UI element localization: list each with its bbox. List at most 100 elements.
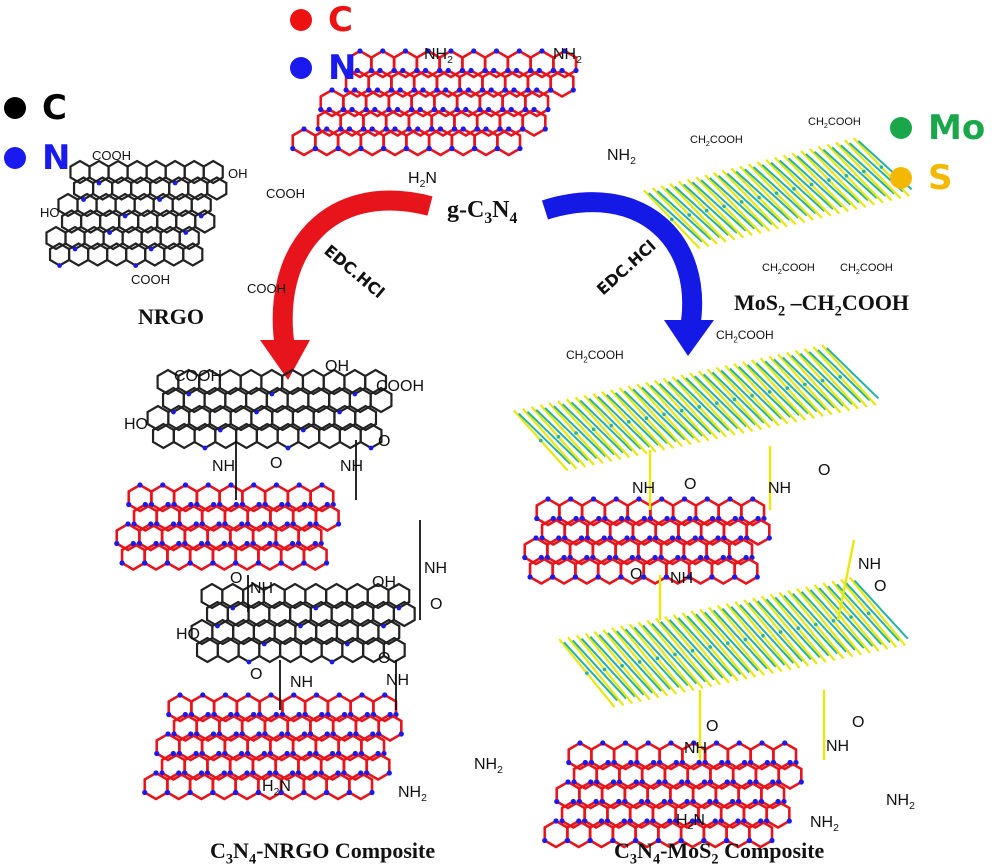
heptazine-ring <box>365 751 391 782</box>
group-ch2cooh: CH2COOH <box>566 348 624 364</box>
nitrogen-atom <box>576 818 582 824</box>
nitrogen-atom <box>513 67 520 74</box>
sulfur-bond <box>602 629 660 699</box>
heptazine-ring <box>760 780 786 810</box>
nitrogen-atom <box>673 759 679 766</box>
molybdenum-bond <box>739 604 795 664</box>
label-text: NRGO <box>138 304 204 329</box>
nitrogen-atom <box>329 87 335 93</box>
molybdenum-atom <box>743 637 748 642</box>
molybdenum-bond <box>748 602 803 662</box>
group-oh: OH <box>372 574 396 591</box>
sulfur-bond <box>708 606 766 677</box>
nitrogen-atom <box>366 87 372 93</box>
sulfur-bond <box>768 355 824 418</box>
nitrogen-atom <box>194 501 200 508</box>
nitrogen-atom <box>205 482 211 488</box>
nitrogen-atom <box>153 770 159 776</box>
nitrogen-atom <box>381 145 387 152</box>
sulfur-bond <box>662 377 719 440</box>
nitrogen-atom <box>527 574 533 580</box>
nitrogen-atom <box>246 659 252 665</box>
molybdenum-bond <box>650 384 704 437</box>
heptazine-ring <box>552 49 578 79</box>
nitrogen-atom <box>313 750 319 757</box>
composite-mos2-slab-bottom <box>558 576 909 708</box>
nitrogen-atom <box>584 554 590 561</box>
nitrogen-atom <box>182 482 189 488</box>
nitrogen-atom <box>440 106 446 113</box>
chem-text: NH <box>424 46 448 63</box>
sulfur-bond <box>756 161 814 221</box>
molybdenum-atom <box>862 169 866 174</box>
nitrogen-atom <box>176 770 182 776</box>
subscript: 2 <box>823 122 828 131</box>
chem-text: COOH <box>859 262 893 274</box>
nitrogen-atom <box>657 759 663 766</box>
nitrogen-atom <box>400 67 406 74</box>
nitrogen-atom <box>414 67 420 74</box>
molybdenum-atom <box>585 671 589 675</box>
molybdenum-bond <box>553 405 607 458</box>
nitrogen-atom <box>599 798 605 805</box>
nitrogen-atom <box>273 482 280 488</box>
nitrogen-atom <box>346 789 353 796</box>
nitrogen-atom <box>691 740 697 746</box>
group-nh: NH <box>826 738 850 755</box>
molybdenum-bond <box>607 632 663 692</box>
molybdenum-bond <box>735 170 791 221</box>
molybdenum-bond <box>764 360 818 413</box>
nitrogen-atom <box>443 87 449 93</box>
nitrogen-atom <box>239 521 245 527</box>
group-nh: NH <box>424 560 448 577</box>
heptazine-ring <box>314 502 340 533</box>
composite-mos2-slab-top <box>513 344 880 472</box>
molybdenum-bond <box>535 409 589 461</box>
sulfur-bond <box>809 148 867 208</box>
sulfur-bond <box>750 359 807 421</box>
chem-text: NH <box>886 792 910 809</box>
label-text: –CH <box>785 290 835 315</box>
nitrogen-atom <box>738 535 744 541</box>
nitrogen-atom <box>629 554 635 561</box>
nitrogen-atom <box>323 560 330 566</box>
nitrogen-atom <box>505 67 511 74</box>
nitrogen-atom <box>570 87 576 93</box>
molybdenum-bond <box>632 388 686 441</box>
nitrogen-atom <box>681 496 688 502</box>
nitrogen-atom <box>380 48 386 54</box>
nitrogen-atom <box>650 759 657 766</box>
molybdenum-atom <box>715 401 719 405</box>
molybdenum-atom <box>849 615 853 619</box>
nitrogen-atom <box>357 48 363 54</box>
legend-label: N <box>42 138 71 178</box>
nitrogen-atom <box>720 554 726 561</box>
sulfur-bond <box>669 182 727 243</box>
legend-label: C <box>328 0 353 40</box>
subscript: 2 <box>909 801 915 813</box>
sulfur-dot-icon <box>890 167 912 189</box>
nitrogen-atom <box>257 711 263 718</box>
nitrogen-atom <box>633 837 639 844</box>
nitrogen-atom <box>567 554 573 561</box>
nitrogen-atom <box>137 482 143 488</box>
nitrogen-atom <box>335 770 341 776</box>
nitrogen-atom <box>307 521 313 527</box>
chem-text: NH <box>398 784 422 801</box>
molybdenum-bond <box>744 168 799 219</box>
nitrogen-atom <box>644 818 650 824</box>
nitrogen-atom <box>372 106 378 113</box>
nitrogen-atom <box>329 659 335 665</box>
nitrogen-atom <box>434 87 440 93</box>
heptazine-ring <box>777 760 803 791</box>
legend-label: N <box>328 48 357 88</box>
nitrogen-atom <box>727 496 733 502</box>
graphene-ring <box>369 386 393 414</box>
nitrogen-atom <box>278 560 284 566</box>
molybdenum-atom <box>761 633 765 638</box>
molybdenum-atom <box>637 660 642 664</box>
molybdenum-bond <box>704 611 759 672</box>
sulfur-bond <box>539 404 595 466</box>
molybdenum-atom <box>687 213 692 217</box>
subscript: 2 <box>834 303 842 320</box>
